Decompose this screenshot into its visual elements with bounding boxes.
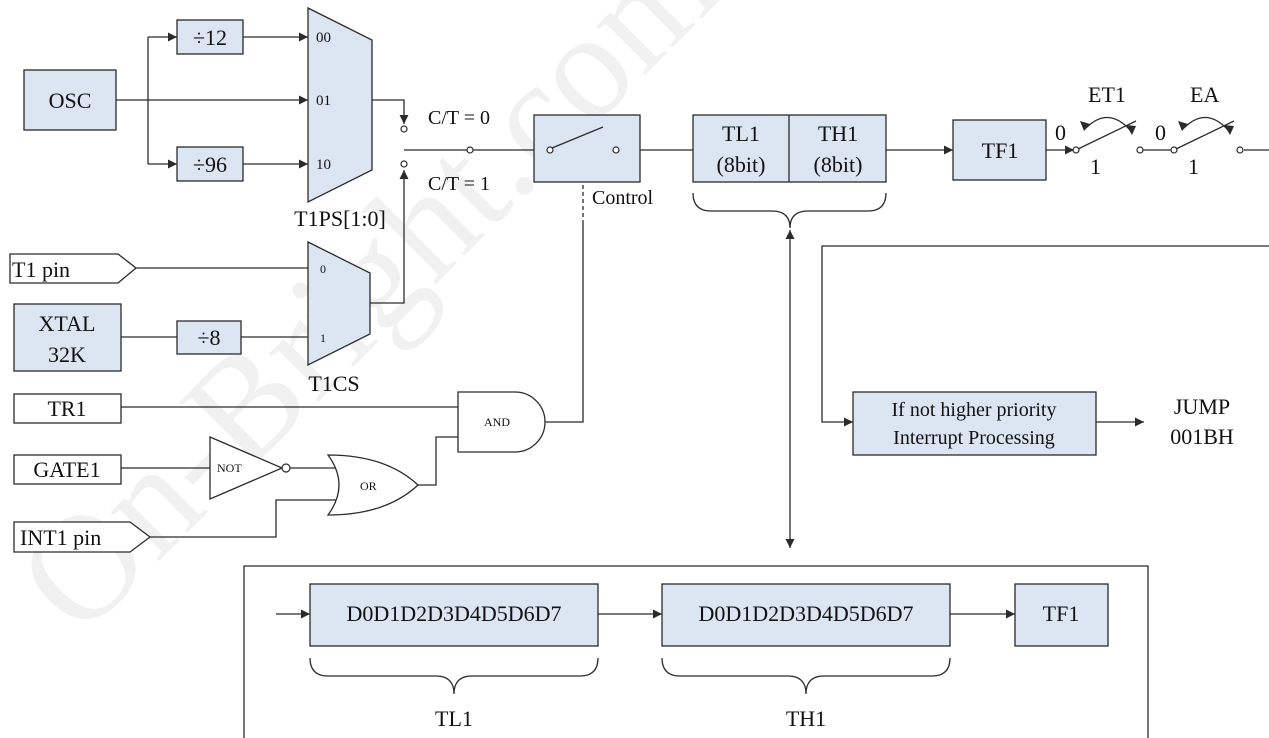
- et1-contact-out: [1136, 146, 1144, 154]
- et1-contact-in: [1072, 146, 1080, 154]
- detail-tf1-box: [1014, 583, 1109, 647]
- tr1-label: TR1: [47, 396, 86, 421]
- detail-tl1-brace: [309, 657, 599, 695]
- detail-panel: [243, 565, 1149, 738]
- mux-input-10: 10: [316, 157, 331, 173]
- et1-arc-head-1: [1080, 121, 1090, 131]
- prescaler-mux: [307, 6, 373, 204]
- control-contact-left: [546, 146, 554, 154]
- ct0-label: C/T = 0: [428, 107, 490, 129]
- int1-pin-label: INT1 pin: [20, 525, 101, 550]
- et1-arc-head-2: [1126, 125, 1136, 135]
- ea-arc-head-1: [1178, 121, 1188, 131]
- interrupt-line2: Interrupt Processing: [893, 427, 1055, 449]
- detail-th1-bits: D0D1D2D3D4D5D6D7: [698, 601, 913, 626]
- ea-arc-head-2: [1224, 125, 1234, 135]
- interrupt-processing-box: [852, 391, 1097, 456]
- detail-tl1-bits-box: [309, 583, 599, 647]
- clock-select-label: T1CS: [308, 371, 359, 396]
- et1-off-label: 0: [1055, 120, 1066, 145]
- t1-pin-input: [9, 253, 138, 284]
- jump-address: 001BH: [1170, 424, 1234, 449]
- xtal-label-line1: XTAL: [39, 311, 96, 336]
- detail-th1-brace: [661, 657, 951, 695]
- ct1-contact: [400, 160, 408, 168]
- tf1-box: [952, 119, 1047, 181]
- mode-wiper-contact: [466, 146, 474, 154]
- not-gate-label: NOT: [217, 461, 242, 475]
- control-contact-right: [612, 146, 620, 154]
- detail-tl1-bits: D0D1D2D3D4D5D6D7: [346, 601, 561, 626]
- th1-label: TH1: [818, 121, 858, 146]
- detail-tl1-label: TL1: [435, 706, 473, 731]
- clock-select-mux: [307, 240, 371, 367]
- jump-label: JUMP: [1174, 394, 1230, 419]
- gate1-box: [13, 454, 122, 485]
- ct1-label: C/T = 1: [428, 173, 490, 195]
- tr1-box: [13, 393, 122, 424]
- mux-input-00: 00: [316, 30, 331, 46]
- et1-on-label: 1: [1090, 154, 1101, 179]
- int1-pin-input: [13, 521, 152, 553]
- ea-off-label: 0: [1155, 120, 1166, 145]
- tf1-label: TF1: [982, 138, 1019, 163]
- ct0-contact: [400, 125, 408, 133]
- ea-toggle-arc: [1183, 116, 1229, 131]
- xtal-box: [13, 303, 122, 372]
- not-gate-bubble: [281, 463, 291, 473]
- ea-contact-out: [1236, 146, 1244, 154]
- and-gate-label: AND: [484, 415, 510, 429]
- div96-box: [176, 146, 244, 182]
- t1cs-input-0: 0: [320, 262, 326, 276]
- ea-label: EA: [1190, 82, 1219, 107]
- interrupt-line1: If not higher priority: [892, 399, 1057, 421]
- osc-box: [23, 69, 117, 131]
- et1-toggle-arc: [1085, 116, 1131, 131]
- t1-pin-label: T1 pin: [12, 257, 70, 282]
- xtal-label-line2: 32K: [48, 342, 86, 367]
- tl1-width-label: (8bit): [717, 152, 766, 177]
- div12-box: [176, 19, 244, 55]
- div12-label: ÷12: [193, 25, 227, 50]
- ea-on-label: 1: [1188, 154, 1199, 179]
- and-gate: [457, 391, 546, 453]
- th1-width-label: (8bit): [814, 152, 863, 177]
- or-gate-label: OR: [360, 479, 377, 493]
- div8-box: [176, 320, 242, 355]
- detail-th1-label: TH1: [786, 706, 826, 731]
- osc-label: OSC: [49, 88, 92, 113]
- not-gate: [209, 436, 284, 500]
- div8-label: ÷8: [197, 325, 220, 350]
- prescaler-select-label: T1PS[1:0]: [294, 206, 386, 231]
- tl1-label: TL1: [722, 121, 760, 146]
- gate1-label: GATE1: [33, 457, 100, 482]
- t1cs-input-1: 1: [320, 331, 326, 345]
- ea-contact-in: [1170, 146, 1178, 154]
- detail-tf1-label: TF1: [1043, 601, 1080, 626]
- control-switch-blade: [551, 126, 604, 149]
- mux-input-01: 01: [316, 93, 331, 109]
- counter-brace: [692, 192, 887, 229]
- div96-label: ÷96: [193, 152, 227, 177]
- or-gate: [326, 454, 419, 516]
- control-label: Control: [592, 187, 654, 209]
- et1-label: ET1: [1088, 82, 1126, 107]
- detail-th1-bits-box: [661, 583, 951, 647]
